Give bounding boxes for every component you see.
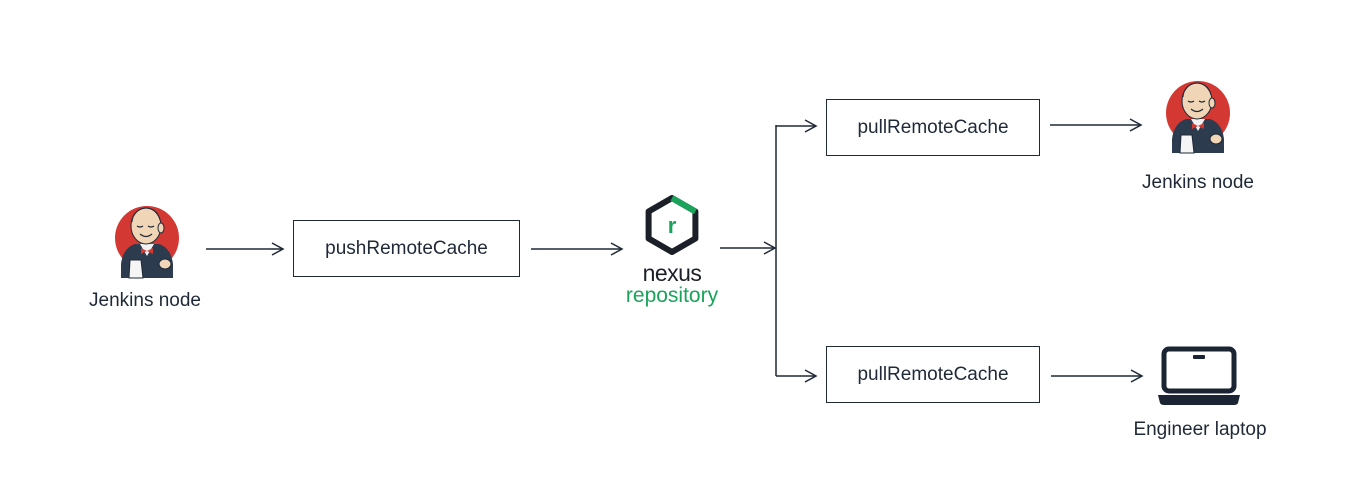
pull-remote-cache-label-top: pullRemoteCache	[857, 116, 1009, 138]
nexus-repository-icon: r	[645, 195, 699, 255]
repository-wordmark: repository	[625, 284, 719, 307]
svg-text:r: r	[668, 213, 677, 238]
source-jenkins-node-label: Jenkins node	[89, 290, 201, 311]
nexus-wordmark: nexus	[642, 260, 702, 286]
push-remote-cache-box: pushRemoteCache	[293, 220, 520, 277]
jenkins-icon	[1165, 80, 1231, 154]
pull-remote-cache-label-bottom: pullRemoteCache	[857, 363, 1009, 385]
pull-remote-cache-box-bottom: pullRemoteCache	[826, 346, 1040, 403]
jenkins-icon	[114, 205, 180, 279]
engineer-laptop-label: Engineer laptop	[1133, 419, 1267, 440]
pull-remote-cache-box-top: pullRemoteCache	[826, 99, 1040, 156]
push-remote-cache-label: pushRemoteCache	[325, 237, 488, 259]
laptop-icon	[1158, 346, 1240, 405]
target-jenkins-node-label: Jenkins node	[1142, 172, 1254, 193]
